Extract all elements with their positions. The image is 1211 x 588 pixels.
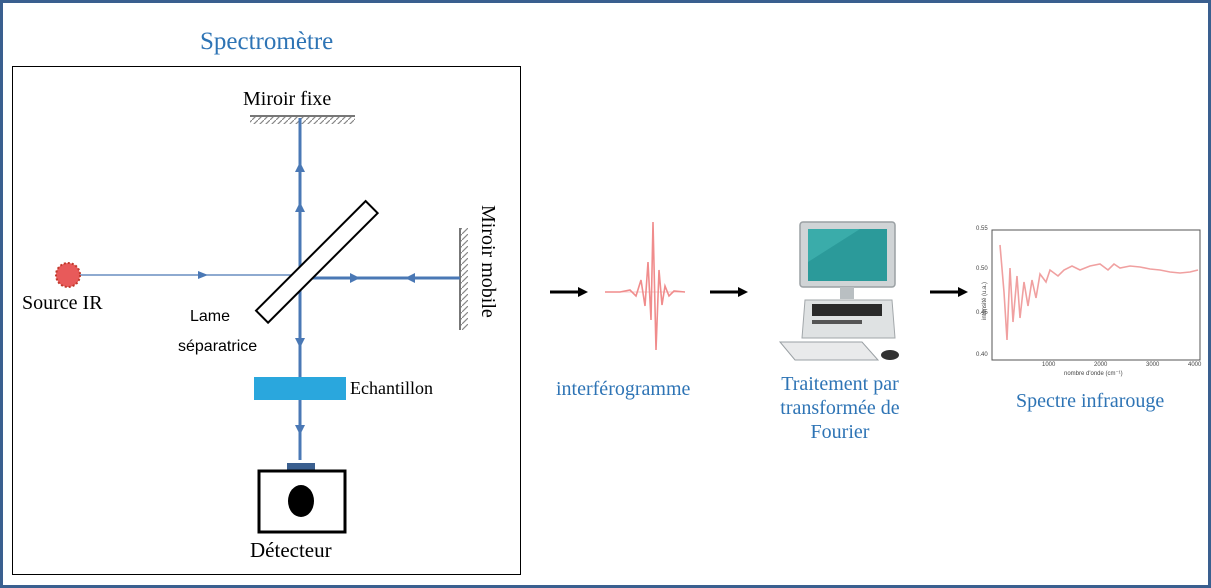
detector-label: Détecteur bbox=[250, 538, 332, 562]
spectrum-x-tick-4: 4000 bbox=[1188, 362, 1202, 368]
interferogram-label: interférogramme bbox=[556, 378, 691, 400]
processing-label-line1: Traitement par bbox=[781, 373, 899, 395]
mobile-mirror bbox=[459, 228, 468, 330]
fixed-mirror-label: Miroir fixe bbox=[243, 88, 332, 110]
processing-label-line2: transformée de bbox=[780, 397, 900, 419]
spectrum-y-tick-4: 0.40 bbox=[976, 352, 988, 358]
ir-source bbox=[55, 262, 81, 288]
processing-label-line3: Fourier bbox=[810, 421, 870, 443]
pipeline-arrows bbox=[550, 287, 968, 297]
spectrometer-box bbox=[12, 66, 521, 575]
spectrum-x-tick-1: 1000 bbox=[1042, 362, 1056, 368]
spectrometer-title: Spectromètre bbox=[200, 28, 334, 55]
spectrum-x-tick-3: 3000 bbox=[1146, 362, 1160, 368]
splitter-label-line1: Lame bbox=[190, 308, 231, 325]
computer-icon bbox=[778, 221, 899, 361]
detector bbox=[257, 463, 347, 534]
spectrum-y-tick-1: 0.55 bbox=[976, 226, 988, 232]
spectrum-label: Spectre infrarouge bbox=[1016, 390, 1165, 412]
spectrum-y-tick-3: 0.45 bbox=[976, 310, 988, 316]
spectrum-y-label: intensité (u.a.) bbox=[982, 281, 988, 320]
spectrum-x-tick-2: 2000 bbox=[1094, 362, 1108, 368]
interferogram-signal bbox=[605, 221, 686, 351]
sample bbox=[254, 377, 346, 400]
processing-label: Traitement par transformée de Fourier bbox=[745, 372, 935, 444]
source-label: Source IR bbox=[22, 292, 103, 314]
sample-label: Echantillon bbox=[350, 378, 433, 398]
splitter-label-line2: séparatrice bbox=[178, 338, 258, 355]
spectrum-x-label: nombre d'onde (cm⁻¹) bbox=[1064, 371, 1123, 377]
spectrum-y-tick-2: 0.50 bbox=[976, 266, 988, 272]
beam-splitter bbox=[254, 199, 380, 325]
fixed-mirror bbox=[250, 115, 355, 124]
beam-arrows bbox=[198, 162, 415, 435]
mobile-mirror-label: Miroir mobile bbox=[477, 205, 499, 318]
ir-spectrum-plot bbox=[991, 229, 1201, 361]
